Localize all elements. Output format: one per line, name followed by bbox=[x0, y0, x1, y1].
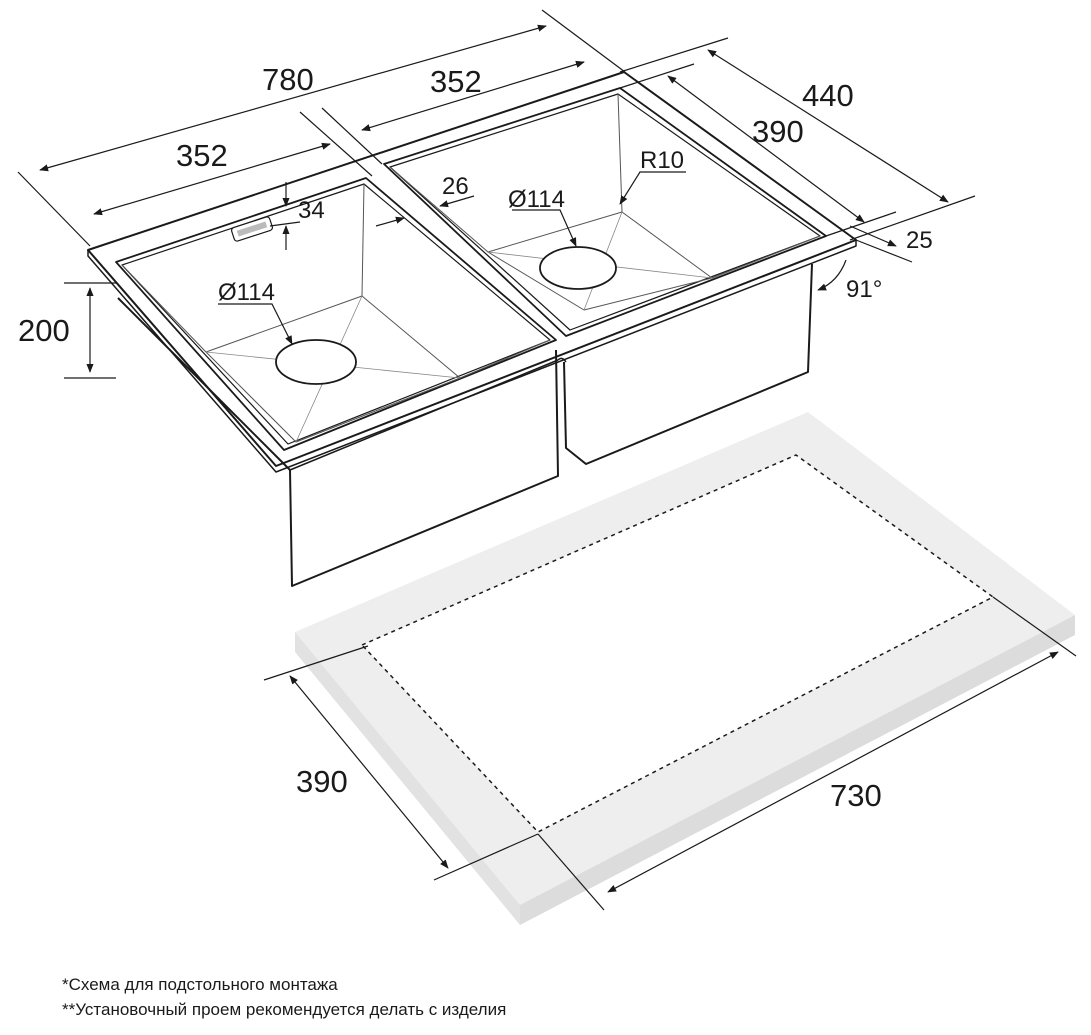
right-bowl-body bbox=[563, 263, 813, 465]
right-drain bbox=[539, 246, 617, 290]
dim-line-352-left bbox=[93, 142, 331, 216]
footnote-mounting: *Схема для подстольного монтажа bbox=[62, 975, 338, 994]
leader-drain-right bbox=[512, 209, 577, 247]
dim-line-390-cutout bbox=[289, 675, 449, 869]
dim-label-drain-left: Ø114 bbox=[218, 279, 275, 306]
dim-label-390-cutout: 390 bbox=[296, 764, 348, 799]
dim-label-91: 91° bbox=[846, 276, 882, 303]
countertop-cutout bbox=[295, 412, 1075, 925]
leader-drain-left bbox=[218, 303, 293, 345]
sink-installation-diagram: 780 352 352 440 390 200 34 26 25 R10 Ø11… bbox=[17, 9, 1077, 925]
dim-label-34: 34 bbox=[298, 197, 325, 224]
dim-label-25: 25 bbox=[906, 227, 933, 254]
left-drain bbox=[275, 339, 357, 385]
dim-label-drain-right: Ø114 bbox=[508, 186, 565, 213]
bowl-divider-gap bbox=[557, 357, 567, 363]
dim-line-25 bbox=[849, 225, 897, 247]
angle-arc-91 bbox=[817, 259, 847, 291]
dim-label-r10: R10 bbox=[640, 147, 684, 174]
dim-line-390 bbox=[667, 75, 865, 223]
sink bbox=[87, 71, 857, 587]
dimension-lines bbox=[17, 9, 1077, 911]
dim-line-26-left bbox=[375, 216, 405, 227]
dimension-labels: 780 352 352 440 390 200 34 26 25 R10 Ø11… bbox=[18, 62, 933, 813]
dim-label-200: 200 bbox=[18, 313, 70, 348]
dim-line-352-right bbox=[361, 60, 585, 132]
dim-label-780: 780 bbox=[262, 62, 314, 97]
dim-label-440: 440 bbox=[802, 78, 854, 113]
footnotes: *Схема для подстольного монтажа **Устано… bbox=[62, 972, 1062, 1022]
left-bowl-inner bbox=[121, 183, 551, 445]
dim-label-352-right: 352 bbox=[430, 64, 482, 99]
dim-label-26: 26 bbox=[442, 173, 469, 200]
cutout-opening bbox=[360, 454, 995, 833]
dim-label-352-left: 352 bbox=[176, 138, 228, 173]
dim-line-26-right bbox=[439, 195, 475, 208]
dim-label-390: 390 bbox=[752, 114, 804, 149]
sink-rim-thickness bbox=[87, 240, 857, 473]
dim-line-730-cutout bbox=[607, 651, 1059, 893]
footnote-cutout: **Установочный проем рекомендуется делат… bbox=[62, 1000, 507, 1019]
left-bowl-body bbox=[117, 297, 559, 587]
leader-radius bbox=[619, 171, 686, 205]
dim-label-730-cutout: 730 bbox=[830, 778, 882, 813]
dim-line-440 bbox=[707, 49, 949, 203]
